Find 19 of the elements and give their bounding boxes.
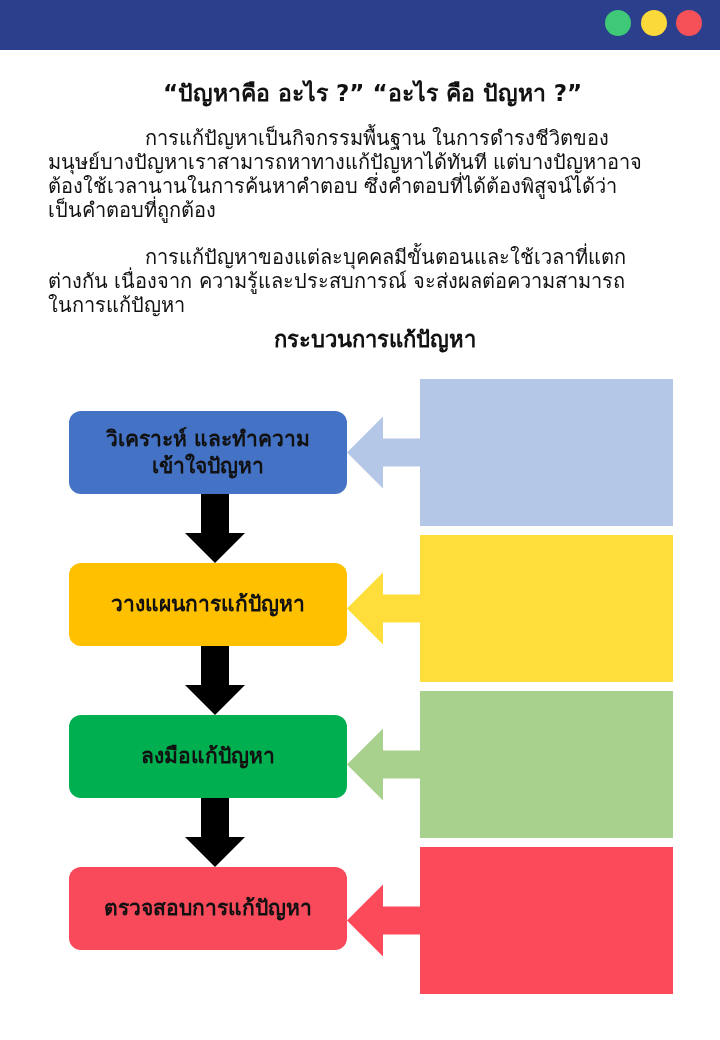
block-arrow xyxy=(185,798,245,867)
process-box: วางแผนการแก้ปัญหา xyxy=(69,563,347,646)
callout-box xyxy=(420,535,673,682)
process-box: ลงมือแก้ปัญหา xyxy=(69,715,347,798)
callout-box xyxy=(420,379,673,526)
process-box: ตรวจสอบการแก้ปัญหา xyxy=(69,867,347,950)
block-arrow xyxy=(185,646,245,715)
block-arrow xyxy=(347,728,420,801)
title: “ปัญหาคือ อะไร ?” “อะไร คือ ปัญหา ?” xyxy=(161,79,584,108)
block-arrow xyxy=(185,494,245,563)
block-arrow xyxy=(347,572,420,645)
block-arrow xyxy=(347,884,420,957)
callout-box xyxy=(420,691,673,838)
paragraph: การแก้ปัญหาของแต่ละบุคคลมีขั้นตอนและใช้เวลาที่แตกต่างกัน เนื่องจาก ความรู้และประสบการณ์ จะส่งผลต่อความสามารถในการแก้ปัญหา xyxy=(48,245,627,317)
block-arrow xyxy=(347,416,420,489)
paragraph: การแก้ปัญหาเป็นกิจกรรมพื้นฐาน ในการดำรงชีวิตของมนุษย์บางปัญหาเราสามารถหาทางแก้ปัญหาได้ทันที แต่บางปัญหาอาจต้องใช้เวลานานในการค้นหาคำตอบ ซึ่งคำตอบที่ได้ต้องพิสูจน์ได้ว่าเป็นคำตอบที่ถูกต้อง xyxy=(48,126,644,222)
section-heading: กระบวนการแก้ปัญหา xyxy=(273,326,477,355)
process-box: วิเคราะห์ และทำความเข้าใจปัญหา xyxy=(69,411,347,494)
callout-box xyxy=(420,847,673,994)
